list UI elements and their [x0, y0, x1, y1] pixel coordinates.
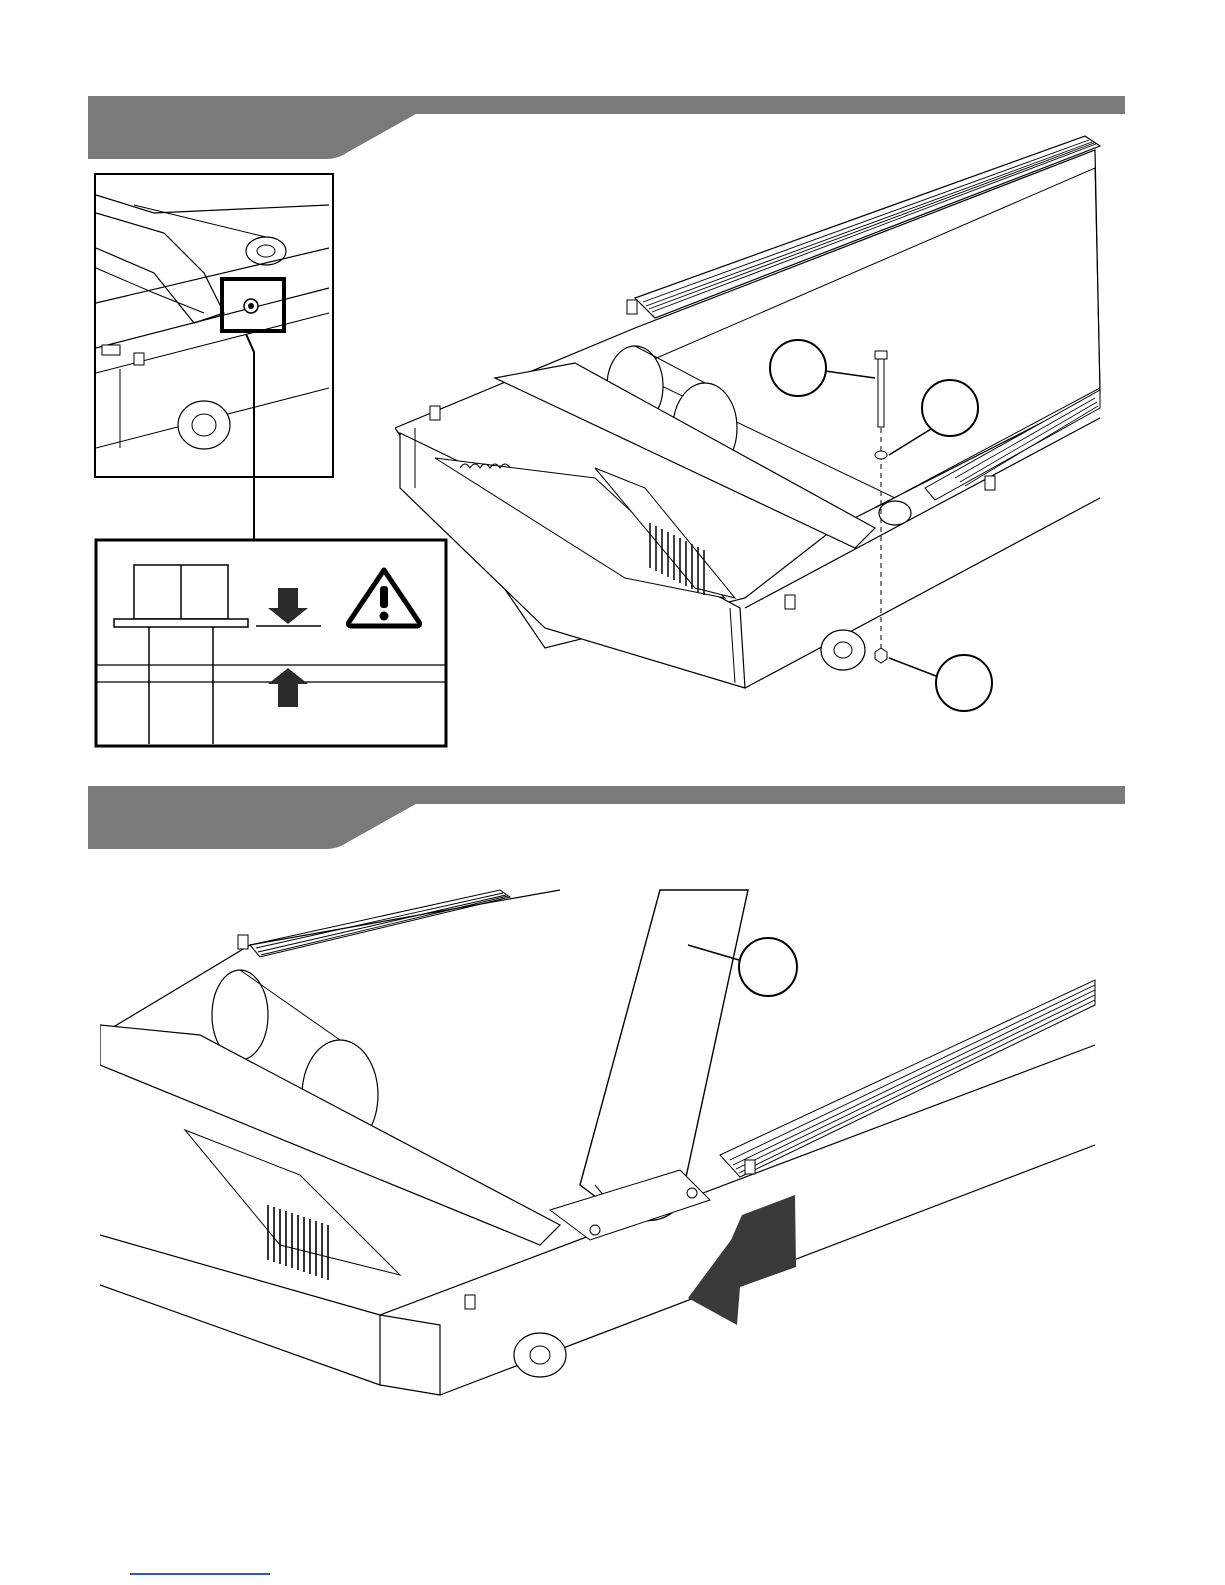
nut-icon: [875, 648, 887, 663]
arrow-left-down-icon: [680, 1153, 810, 1325]
washer-icon: [875, 451, 887, 459]
step-2-main-figure: [100, 885, 1105, 1405]
nut-callout: [889, 655, 992, 711]
detail-inset-figure: [94, 173, 334, 478]
washer-callout: [889, 380, 978, 455]
footer-link-underline[interactable]: [130, 1573, 270, 1575]
bolt-callout: [770, 340, 875, 396]
step-1-main-figure: [395, 128, 1115, 718]
detail-connector-line: [244, 332, 258, 542]
bolt-icon: [875, 351, 887, 427]
step-2-banner: [88, 786, 1138, 852]
